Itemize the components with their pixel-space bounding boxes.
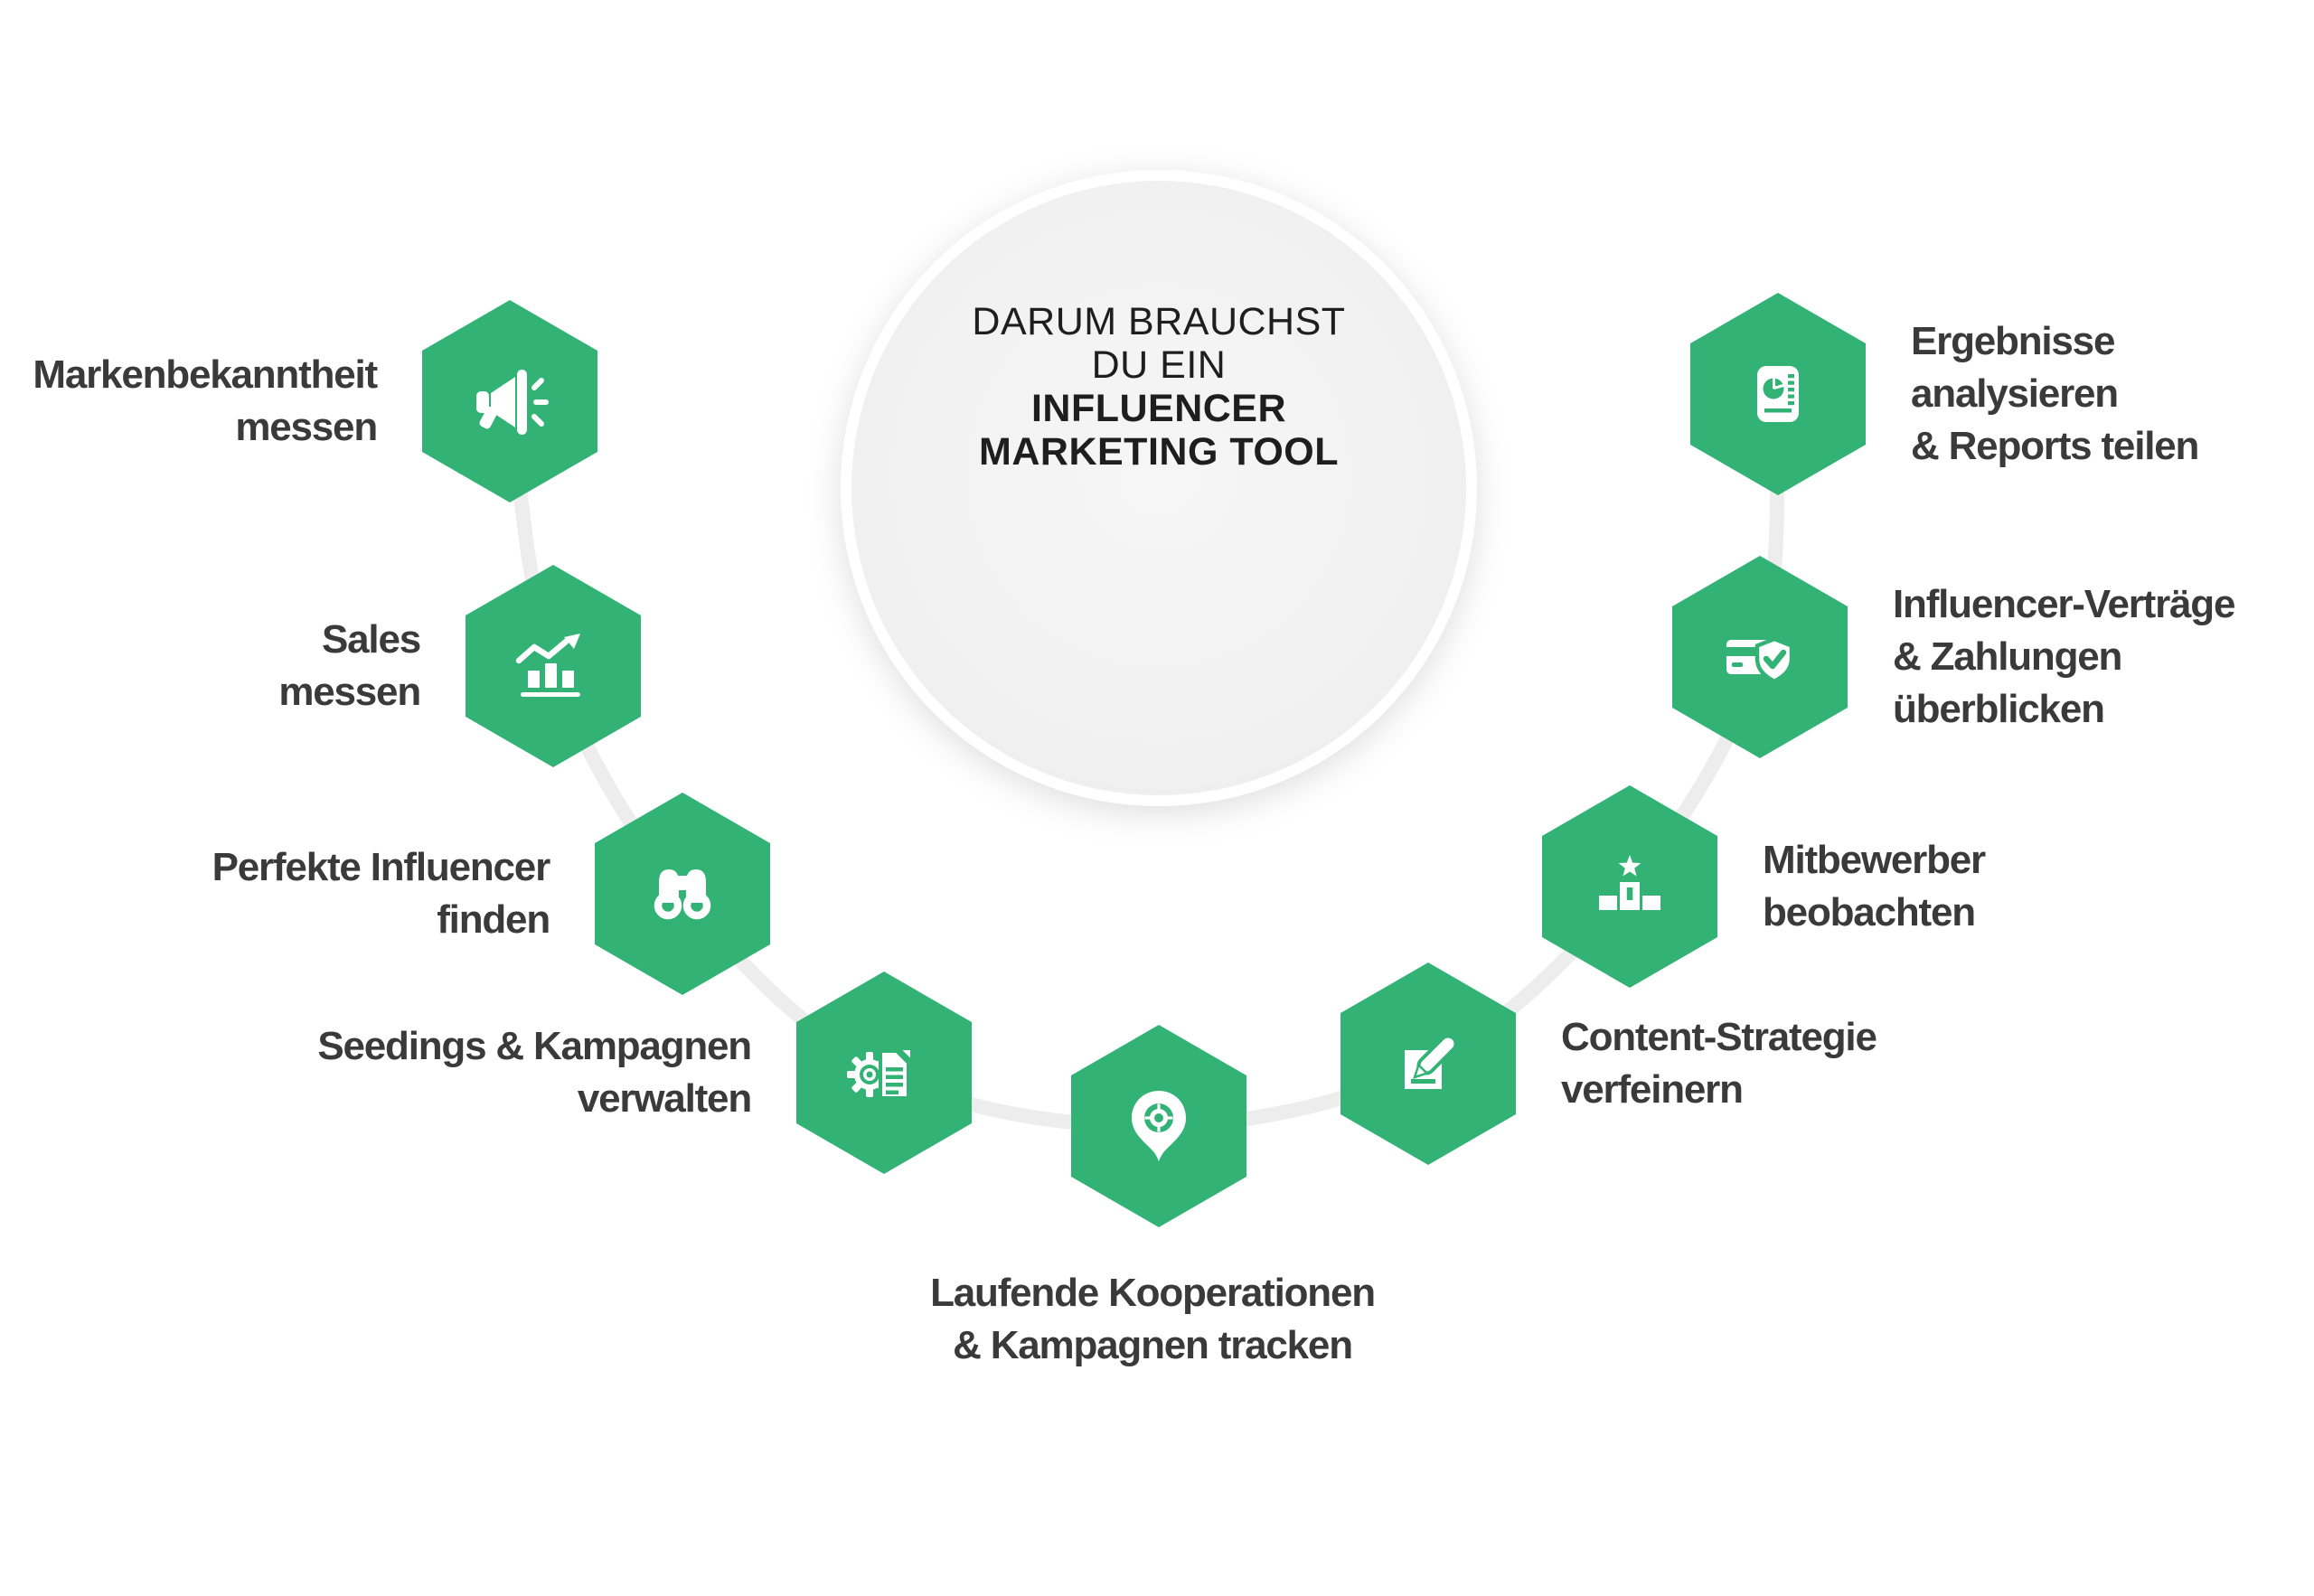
hexagon-content-strategie	[1340, 962, 1516, 1165]
label-influencer-finden: Perfekte Influencer finden	[212, 841, 551, 946]
label-kooperationen: Laufende Kooperationen & Kampagnen tracke…	[930, 1267, 1376, 1372]
binoculars-icon	[654, 869, 711, 920]
hexagon-kooperationen	[1071, 1025, 1246, 1227]
label-vertraege: Influencer-Verträge & Zahlungen überblicke…	[1893, 578, 2235, 736]
hexagon-sales	[466, 565, 641, 767]
label-line: & Reports teilen	[1911, 424, 2199, 468]
center-title-line: DU EIN	[1091, 343, 1227, 387]
label-seedings: Seedings & Kampagnen verwalten	[317, 1020, 752, 1125]
label-line: Sales	[322, 617, 421, 662]
megaphone-icon	[476, 370, 549, 435]
label-line: Markenbekanntheit	[33, 352, 378, 397]
edit-note-icon	[1405, 1034, 1458, 1089]
label-line: analysieren	[1911, 371, 2119, 416]
label-line: Laufende Kooperationen	[930, 1271, 1376, 1315]
podium-star-icon	[1599, 855, 1660, 910]
card-shield-check-icon	[1726, 636, 1794, 684]
label-line: messen	[235, 405, 378, 449]
center-circle	[841, 170, 1477, 806]
bar-chart-trend-icon	[515, 634, 580, 697]
label-line: finden	[437, 897, 550, 942]
hexagon-ergebnisse	[1690, 293, 1866, 495]
label-line: beobachten	[1763, 890, 1976, 934]
label-content-strategie: Content-Strategie verfeinern	[1561, 1011, 1877, 1116]
hexagon-markenbekanntheit	[422, 300, 597, 502]
location-pin-icon	[1132, 1091, 1186, 1161]
label-line: Perfekte Influencer	[212, 845, 551, 889]
report-analytics-icon	[1757, 366, 1799, 422]
label-markenbekanntheit: Markenbekanntheit messen	[33, 349, 378, 454]
label-line: überblicken	[1893, 687, 2105, 731]
gear-document-icon	[847, 1048, 912, 1100]
hexagon-shape	[595, 793, 770, 995]
hexagon-vertraege	[1672, 556, 1848, 758]
label-line: Seedings & Kampagnen	[317, 1024, 752, 1068]
center-title-line: INFLUENCER	[1030, 387, 1287, 430]
label-line: Influencer-Verträge	[1893, 582, 2235, 626]
label-sales: Sales messen	[278, 614, 421, 718]
label-line: verfeinern	[1561, 1067, 1744, 1112]
label-line: & Zahlungen	[1893, 634, 2122, 679]
center-circle-fill	[851, 181, 1466, 795]
label-mitbewerber: Mitbewerber beobachten	[1763, 834, 1986, 939]
center-title-line: MARKETING TOOL	[979, 430, 1339, 474]
label-line: messen	[278, 670, 421, 714]
label-line: Mitbewerber	[1763, 838, 1986, 882]
hexagon-influencer-finden	[595, 793, 770, 995]
label-line: Content-Strategie	[1561, 1015, 1877, 1059]
label-line: Ergebnisse	[1911, 319, 2115, 363]
label-line: verwalten	[577, 1076, 752, 1121]
center-title-line: DARUM BRAUCHST	[972, 300, 1346, 343]
hexagon-mitbewerber	[1542, 785, 1717, 988]
label-line: & Kampagnen tracken	[953, 1323, 1353, 1367]
label-ergebnisse: Ergebnisse analysieren & Reports teilen	[1911, 315, 2199, 473]
hexagon-seedings	[796, 972, 972, 1174]
